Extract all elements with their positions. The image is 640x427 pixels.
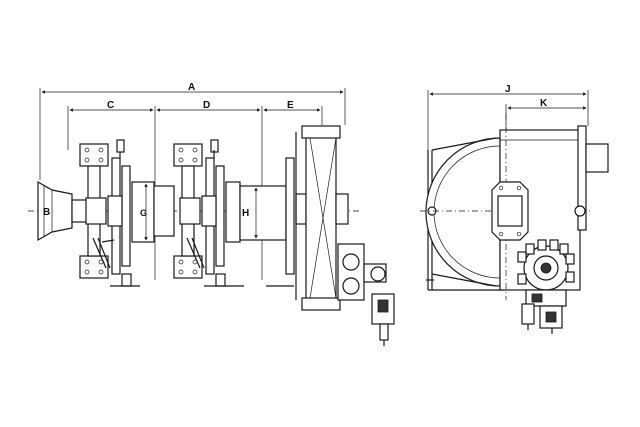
label-e: E (287, 100, 294, 111)
side-brake-band (420, 137, 590, 287)
label-c: C (107, 100, 114, 111)
label-g: G (140, 208, 147, 218)
gear-case (295, 125, 349, 311)
warping-head: B (37, 180, 89, 242)
dimension-e: E (263, 100, 323, 125)
bearing-stand-1 (79, 143, 111, 279)
dimension-a: A (39, 82, 346, 180)
brake-drum-1: G (101, 139, 155, 287)
bearing-stand-2 (173, 143, 205, 279)
label-a: A (188, 82, 195, 93)
drum-barrel-1 (153, 185, 175, 237)
hydraulic-motor (337, 243, 395, 346)
front-view: A C D E B (28, 82, 395, 346)
label-h: H (242, 208, 249, 219)
label-j: J (505, 84, 511, 95)
label-k: K (540, 98, 548, 109)
side-hydraulic-motor (517, 239, 575, 334)
label-b: B (43, 207, 50, 218)
side-view: J K (420, 84, 609, 334)
label-d: D (203, 100, 210, 111)
dimension-j: J (427, 84, 589, 150)
side-bearing-block (491, 181, 529, 241)
brake-drum-2 (201, 139, 244, 287)
drum-barrel-2: H (239, 157, 295, 287)
